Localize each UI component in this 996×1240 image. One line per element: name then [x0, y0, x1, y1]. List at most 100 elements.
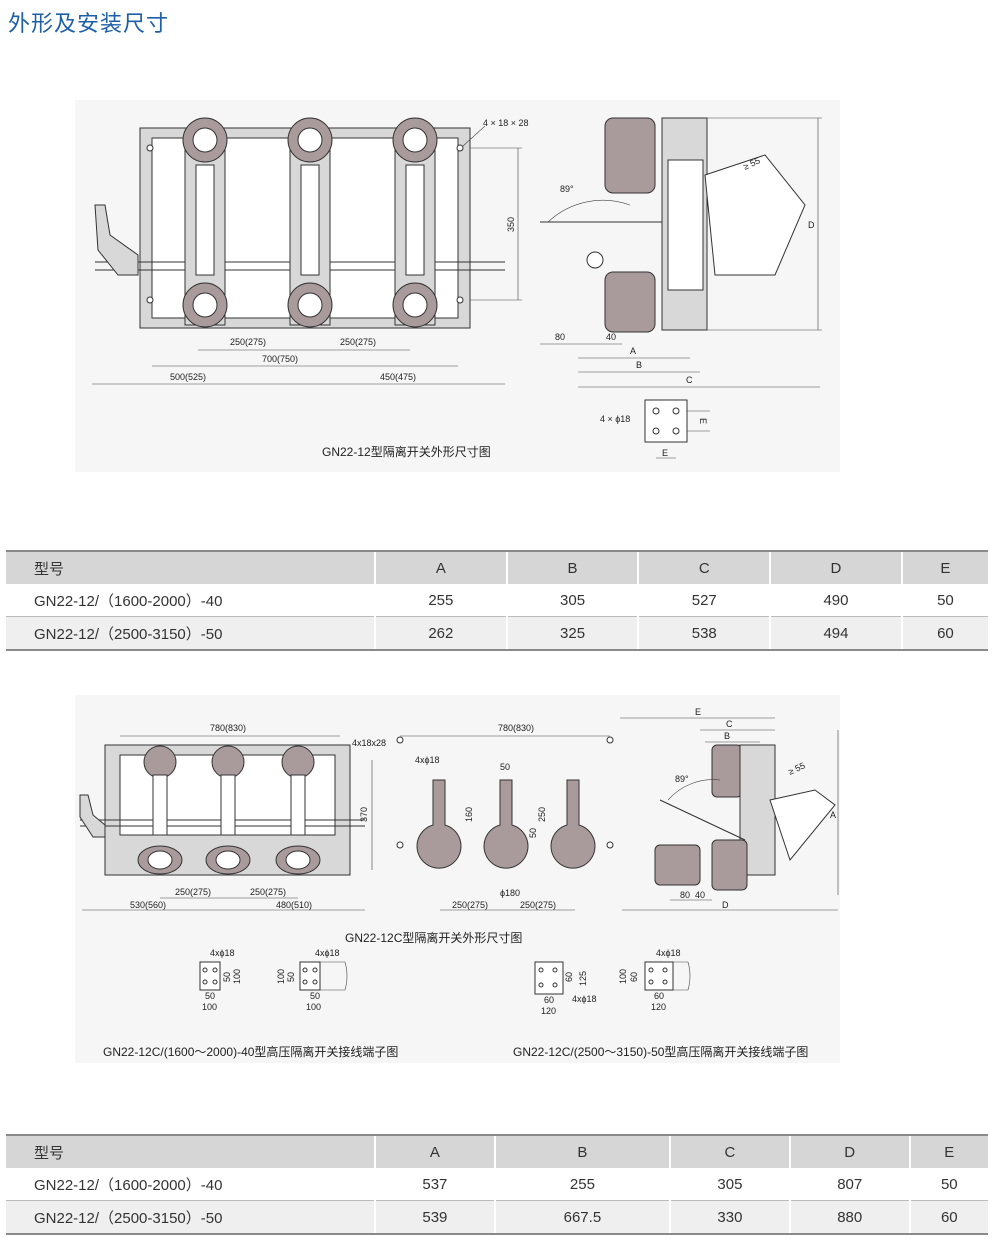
col-a: A: [374, 550, 507, 584]
dim2-50b: 50: [528, 828, 538, 838]
table-header: 型号 A B C D E: [6, 550, 988, 584]
dim-angle: 89°: [560, 184, 574, 194]
t4-v1: 100: [618, 969, 628, 984]
dim2-250: 250: [537, 807, 547, 822]
pole-c1: [137, 745, 183, 875]
col-e: E: [908, 1134, 988, 1168]
t4-holes: 4xϕ18: [656, 948, 681, 958]
drawing2-front-view: 780(830) 4x18x28 370 250(275) 250(275) 5…: [79, 723, 386, 911]
terminal-1: 4xϕ18 50 100 50 100: [199, 948, 242, 1012]
dim2-40: 40: [695, 890, 705, 900]
dim2-e: E: [695, 707, 701, 717]
table-row: GN22-12/（2500-3150）-50 539 667.5 330 880…: [6, 1200, 988, 1235]
cell: 60: [908, 1200, 988, 1235]
t3-v1: 60: [564, 972, 574, 982]
t1-h2: 100: [202, 1002, 217, 1012]
dim2-c: C: [726, 719, 733, 729]
dim-pitch-right: 250(275): [340, 337, 376, 347]
col-b: B: [493, 1134, 671, 1168]
dim-pitch-left: 250(275): [230, 337, 266, 347]
col-c: C: [669, 1134, 790, 1168]
drawing2-busbar-view: 780(830) 4xϕ18 50 160 250 50 ϕ180 250(27…: [396, 723, 614, 911]
t3-h2: 120: [541, 1006, 556, 1016]
pole-3: [392, 117, 438, 328]
dim2-a: A: [830, 810, 836, 820]
dim2-holes: 4x18x28: [352, 738, 386, 748]
dim2-pitch2-right: 250(275): [520, 900, 556, 910]
drawing1-caption: GN22-12型隔离开关外形尺寸图: [322, 444, 491, 459]
cell: 880: [788, 1200, 910, 1235]
dim-c: C: [686, 375, 693, 385]
cell: 305: [669, 1168, 790, 1201]
cell: 539: [374, 1200, 495, 1235]
dim2-pitch2-left: 250(275): [452, 900, 488, 910]
t2-v1: 100: [276, 969, 286, 984]
col-d: D: [788, 1134, 910, 1168]
dim2-b: B: [724, 731, 730, 741]
col-model: 型号: [6, 1134, 375, 1168]
dim-e-vertical: E: [698, 418, 708, 424]
dim2-width-top: 780(830): [210, 723, 246, 733]
dim-span: 700(750): [262, 354, 298, 364]
t1-v2: 100: [232, 969, 242, 984]
dim-b: B: [636, 360, 642, 370]
dim2-d: D: [722, 900, 729, 910]
terminal-3: 60 125 4xϕ18 60 120: [534, 961, 597, 1016]
dim2-right-len: 480(510): [276, 900, 312, 910]
terminal-2: 4xϕ18 100 50 50 100: [276, 948, 348, 1012]
col-e: E: [900, 550, 988, 584]
pole-2: [287, 117, 333, 328]
cell: 305: [505, 584, 639, 617]
t2-holes: 4xϕ18: [315, 948, 340, 958]
col-c: C: [637, 550, 771, 584]
drawing2-side-view: E C B 89° ≥ 55 A 80 40 D: [620, 707, 839, 911]
dim-terminal-holes: 4 × ϕ18: [600, 414, 630, 424]
table-header: 型号 A B C D E: [6, 1134, 988, 1168]
dim2-50a: 50: [500, 762, 510, 772]
pole-c2: [205, 745, 251, 875]
drawing1-side-view: 89° ≥ 55 D 80 40 A B C 4 × ϕ18 E E: [540, 117, 822, 459]
dim2-160: 160: [464, 807, 474, 822]
terminal-plate: [644, 399, 688, 443]
cell: 667.5: [493, 1200, 671, 1235]
table-row: GN22-12/（2500-3150）-50 262 325 538 494 6…: [6, 616, 988, 651]
cell: 262: [374, 616, 507, 651]
cell: GN22-12/（1600-2000）-40: [6, 584, 375, 617]
drawing2-caption: GN22-12C型隔离开关外形尺寸图: [345, 930, 522, 945]
cell: 527: [637, 584, 771, 617]
cell: 330: [669, 1200, 790, 1235]
dim2-left-len: 530(560): [130, 900, 166, 910]
cell: 50: [908, 1168, 988, 1201]
cell: 325: [505, 616, 639, 651]
t3-h1: 60: [544, 995, 554, 1005]
dim-height: 350: [506, 217, 516, 232]
dim-a: A: [630, 346, 636, 356]
cell: 490: [769, 584, 902, 617]
cell: GN22-12/（2500-3150）-50: [6, 1200, 375, 1235]
dim-left-len: 500(525): [170, 372, 206, 382]
spec-table-2: 型号 A B C D E GN22-12/（1600-2000）-40 537 …: [6, 1134, 988, 1235]
dim2-angle: 89°: [675, 774, 689, 784]
drawing1-front-view: 4 × 18 × 28 350 250(275) 250(275) 700(75…: [92, 117, 529, 385]
t1-v1: 50: [222, 972, 232, 982]
dim2-pitch-left: 250(275): [175, 887, 211, 897]
col-a: A: [374, 1134, 495, 1168]
cell: GN22-12/（1600-2000）-40: [6, 1168, 375, 1201]
t2-h2: 100: [306, 1002, 321, 1012]
cell: 807: [788, 1168, 910, 1201]
dim2-pitch-right: 250(275): [250, 887, 286, 897]
col-d: D: [769, 550, 902, 584]
t2-h1: 50: [310, 991, 320, 1001]
operating-handle: [94, 204, 139, 276]
dim-d: D: [808, 220, 815, 230]
t4-h2: 120: [651, 1002, 666, 1012]
t1-h1: 50: [205, 991, 215, 1001]
col-b: B: [505, 550, 639, 584]
cell: 537: [374, 1168, 495, 1201]
operating-handle-2: [79, 794, 106, 838]
terminal-caption-right: GN22-12C/(2500～3150)-50型高压隔离开关接线端子图: [513, 1044, 808, 1059]
t4-h1: 60: [654, 991, 664, 1001]
t4-v2: 60: [629, 972, 639, 982]
dim2-80: 80: [680, 890, 690, 900]
